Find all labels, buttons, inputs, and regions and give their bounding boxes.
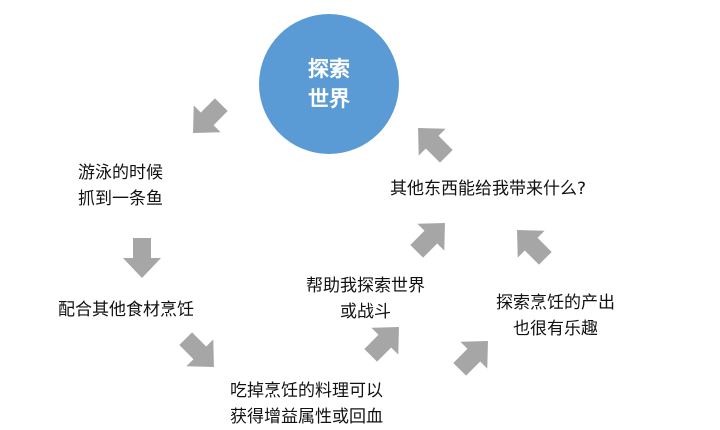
arrow-swim-to-cook [123, 238, 161, 278]
arrow-eat-to-fun [446, 327, 502, 383]
step-cooking-fun: 探索烹饪的产出 也很有乐趣 [496, 290, 615, 342]
step-eat-dish-buff: 吃掉烹饪的料理可以 获得增益属性或回血 [230, 378, 383, 430]
step-other-line1: 其他东西能给我带来什么? [390, 179, 587, 199]
circle-label-line1: 探索 [308, 57, 350, 81]
arrow-eat-to-help [357, 313, 413, 369]
step-help-explore-fight: 帮助我探索世界 或战斗 [306, 273, 425, 325]
step-fun-line2: 也很有乐趣 [513, 319, 598, 339]
step-what-else-question: 其他东西能给我带来什么? [390, 176, 586, 202]
step-help-line1: 帮助我探索世界 [306, 276, 425, 296]
step-eat-line2: 获得增益属性或回血 [230, 407, 383, 427]
arrow-help-to-question [403, 209, 459, 265]
step-help-line2: 或战斗 [340, 302, 391, 322]
explore-world-circle: 探索 世界 [259, 14, 399, 154]
step-fun-line1: 探索烹饪的产出 [496, 293, 615, 313]
step-swim-line1: 游泳的时候 [78, 163, 163, 183]
step-swim-line2: 抓到一条鱼 [78, 189, 163, 209]
step-swim-catch-fish: 游泳的时候 抓到一条鱼 [78, 160, 163, 212]
arrow-question-to-circle [404, 114, 460, 170]
arrow-cook-to-eat [172, 325, 228, 381]
step-cook-with-ingredients: 配合其他食材烹饪 [58, 297, 194, 323]
arrow-circle-to-swim [179, 91, 235, 147]
arrow-fun-to-question [503, 216, 559, 272]
step-cook-line1: 配合其他食材烹饪 [58, 300, 194, 320]
circle-label-line2: 世界 [308, 87, 350, 111]
step-eat-line1: 吃掉烹饪的料理可以 [230, 381, 383, 401]
